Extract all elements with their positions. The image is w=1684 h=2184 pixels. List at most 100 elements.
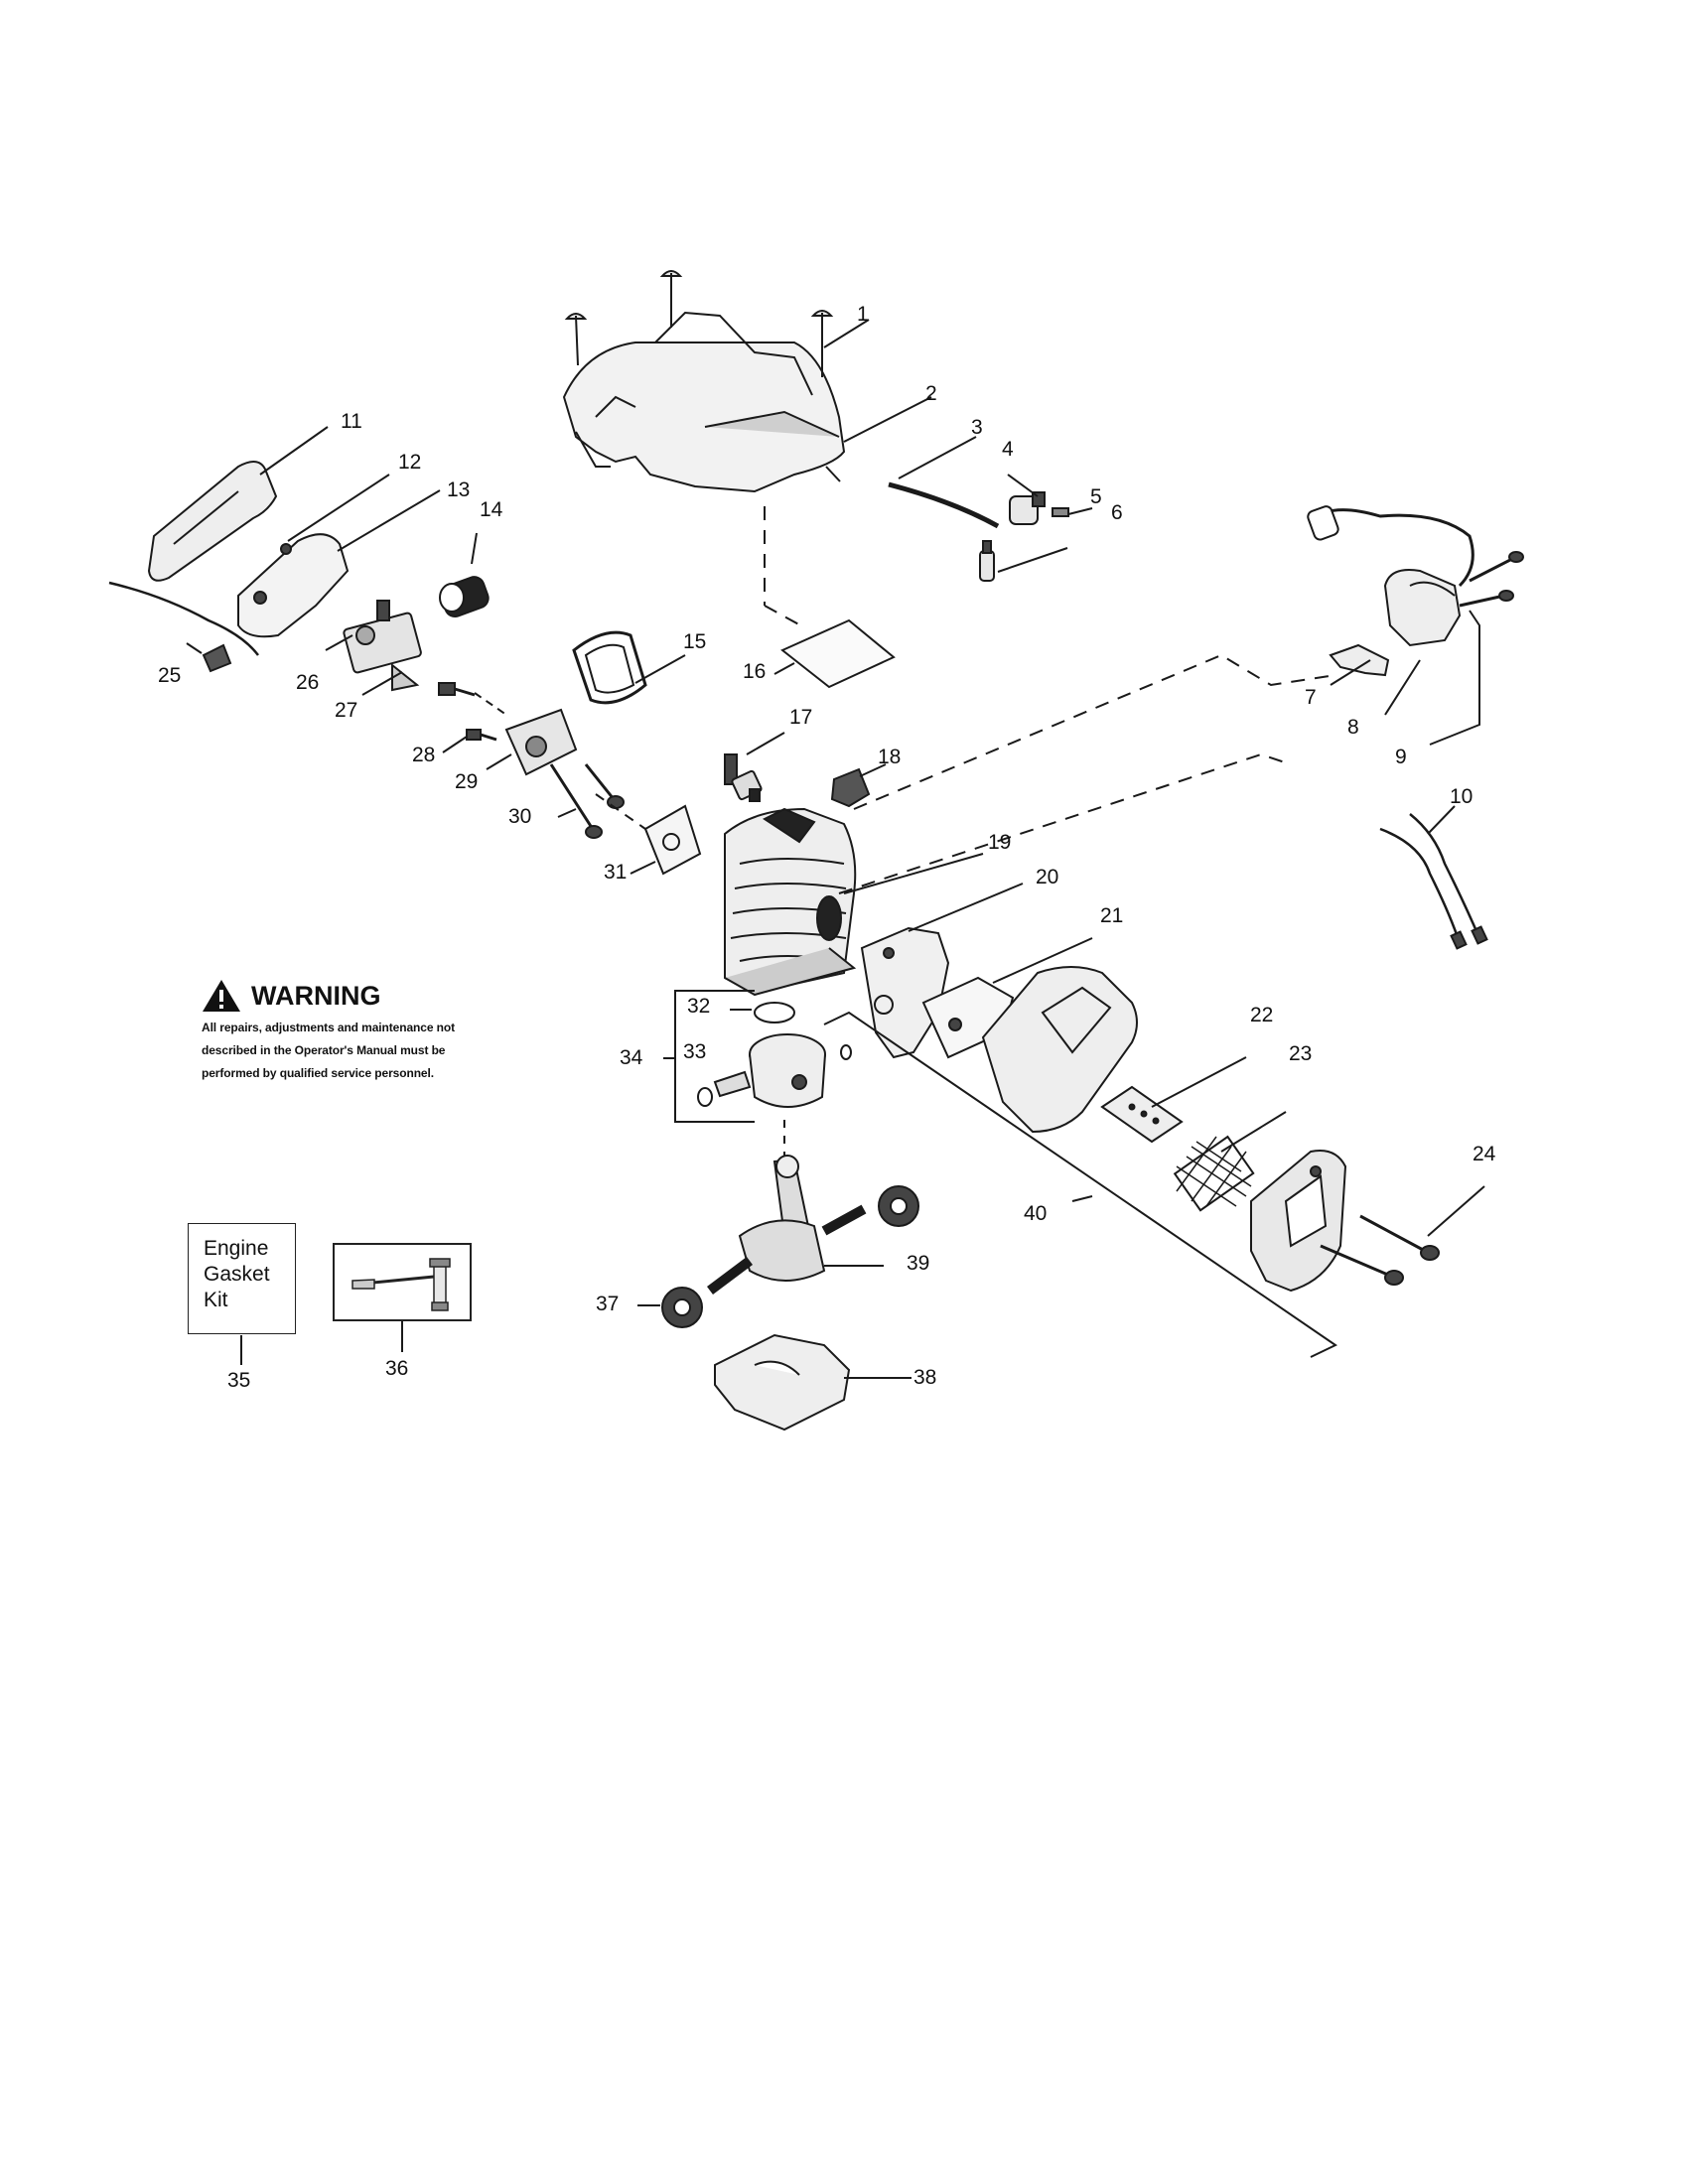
intake-part [439, 576, 490, 618]
kit-label-line: Kit [204, 1289, 228, 1311]
callout-18: 18 [878, 746, 902, 768]
leader-line [361, 671, 403, 696]
callout-12: 12 [398, 451, 422, 474]
callout-35: 35 [227, 1369, 251, 1392]
crankshaft-part [707, 1155, 867, 1295]
leader-line [908, 883, 1024, 932]
callout-7: 7 [1305, 686, 1317, 709]
callout-5: 5 [1090, 485, 1102, 508]
carburetor-part [343, 600, 422, 692]
clip-part [697, 1087, 713, 1107]
cover-screw-part [564, 270, 834, 377]
muffler-bolt-part [1320, 1214, 1440, 1286]
leader-line [773, 662, 795, 675]
warning-line: performed by qualified service personnel… [202, 1066, 434, 1080]
tool-box [333, 1243, 472, 1321]
bearing-part [878, 1185, 919, 1227]
callout-bracket [823, 1011, 1337, 1358]
leader-line [630, 861, 656, 875]
pin-part [713, 1070, 752, 1098]
callout-37: 37 [596, 1293, 620, 1315]
leader-line [486, 753, 512, 770]
callout-28: 28 [412, 744, 436, 766]
piston-part [749, 1033, 826, 1108]
plug-boot-part [830, 767, 871, 808]
wire-harness-part [1379, 813, 1488, 950]
leader-line [557, 808, 577, 818]
leader-line [634, 654, 686, 684]
callout-24: 24 [1473, 1143, 1496, 1165]
warning-line: All repairs, adjustments and maintenance… [202, 1021, 455, 1034]
kit-label: Engine Gasket Kit [204, 1236, 295, 1313]
leader-line [764, 605, 805, 628]
gasket-part [780, 618, 896, 689]
leader-line [823, 319, 870, 348]
spark-screen-part [1173, 1135, 1255, 1212]
callout-23: 23 [1289, 1042, 1313, 1065]
callout-9: 9 [1395, 746, 1407, 768]
leader-line [186, 642, 203, 654]
callout-2: 2 [925, 382, 937, 405]
leader-line [471, 532, 478, 565]
leader-line [442, 736, 468, 753]
leader-line [859, 763, 887, 777]
intake-gasket-part [572, 630, 647, 705]
callout-39: 39 [907, 1252, 930, 1275]
callout-17: 17 [789, 706, 813, 729]
callout-bracket [1429, 610, 1480, 746]
fuel-hose-part [888, 481, 1000, 529]
ignition-module-part [1307, 505, 1474, 647]
leader-line [1220, 1111, 1287, 1153]
cylinder-part [724, 807, 857, 997]
callout-10: 10 [1450, 785, 1474, 808]
ground-clip-part [1329, 643, 1390, 677]
leader-line [287, 474, 390, 542]
leader-line [1427, 805, 1456, 835]
spacer-part [504, 708, 578, 776]
leader-line [474, 692, 507, 716]
callout-36: 36 [385, 1357, 409, 1380]
callout-34: 34 [620, 1046, 643, 1069]
heat-shield-part [860, 926, 950, 1059]
callout-1: 1 [857, 303, 869, 326]
callout-11: 11 [341, 410, 362, 433]
baffle-part [1100, 1085, 1184, 1144]
bearing-part [661, 1287, 703, 1328]
grommet-part [202, 643, 232, 673]
callout-33: 33 [683, 1040, 707, 1063]
muffler-cover-part [1250, 1150, 1347, 1293]
leader-line [898, 436, 977, 479]
leader-line [992, 937, 1093, 984]
kit-label-line: Gasket [204, 1263, 270, 1286]
engine-gasket-kit-box: Engine Gasket Kit [188, 1223, 296, 1334]
kit-label-line: Engine [204, 1237, 269, 1260]
callout-27: 27 [335, 699, 358, 722]
bolt-part [438, 682, 497, 742]
leader-line [843, 396, 932, 443]
ring-part [754, 1002, 795, 1024]
callout-20: 20 [1036, 866, 1059, 888]
crankcase-part [714, 1333, 851, 1432]
callout-bracket [674, 990, 755, 1123]
t-wrench-screwdriver-icon [351, 1258, 451, 1311]
leader-line [1067, 507, 1093, 515]
module-screw-part [1459, 551, 1524, 608]
callout-31: 31 [604, 861, 628, 884]
leader-line [1427, 1185, 1485, 1237]
leader-line [853, 653, 1336, 810]
top-cover-part [562, 311, 846, 493]
leader-line [259, 426, 329, 476]
callout-25: 25 [158, 664, 182, 687]
callout-19: 19 [988, 831, 1012, 854]
callout-16: 16 [743, 660, 767, 683]
leader-line [1151, 1056, 1247, 1108]
leader-line [1384, 659, 1421, 716]
callout-15: 15 [683, 630, 707, 653]
callout-14: 14 [480, 498, 503, 521]
callout-40: 40 [1024, 1202, 1048, 1225]
leader-line [746, 732, 785, 755]
leader-line [843, 853, 984, 894]
callout-21: 21 [1100, 904, 1124, 927]
switch-part [1009, 491, 1069, 525]
